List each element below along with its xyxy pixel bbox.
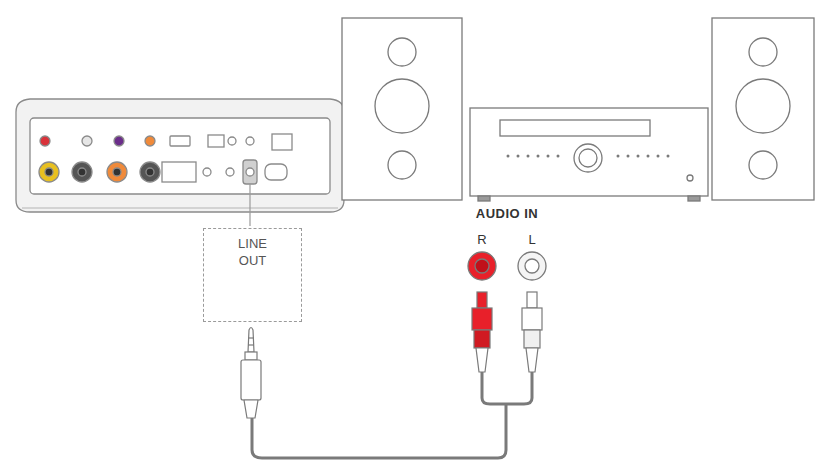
- input-label: AUDIO IN: [476, 206, 539, 221]
- white-rca-plug: [522, 292, 542, 372]
- cable-split: [482, 372, 532, 412]
- channel-label: L: [528, 232, 535, 247]
- cable: [252, 412, 506, 458]
- rca-input-jacks: [468, 252, 546, 280]
- left-speaker: [342, 18, 462, 200]
- soundbar-device: [16, 99, 344, 212]
- receiver-buttons: [507, 155, 670, 158]
- callout-box: LINE OUT: [203, 228, 302, 322]
- receiver: [470, 108, 708, 201]
- leader-line: [249, 184, 250, 226]
- channel-label: R: [477, 232, 486, 247]
- red-rca-plug: [472, 292, 492, 372]
- port-label: LINE OUT: [229, 235, 277, 269]
- minijack-plug: [241, 328, 261, 419]
- right-speaker: [712, 18, 814, 200]
